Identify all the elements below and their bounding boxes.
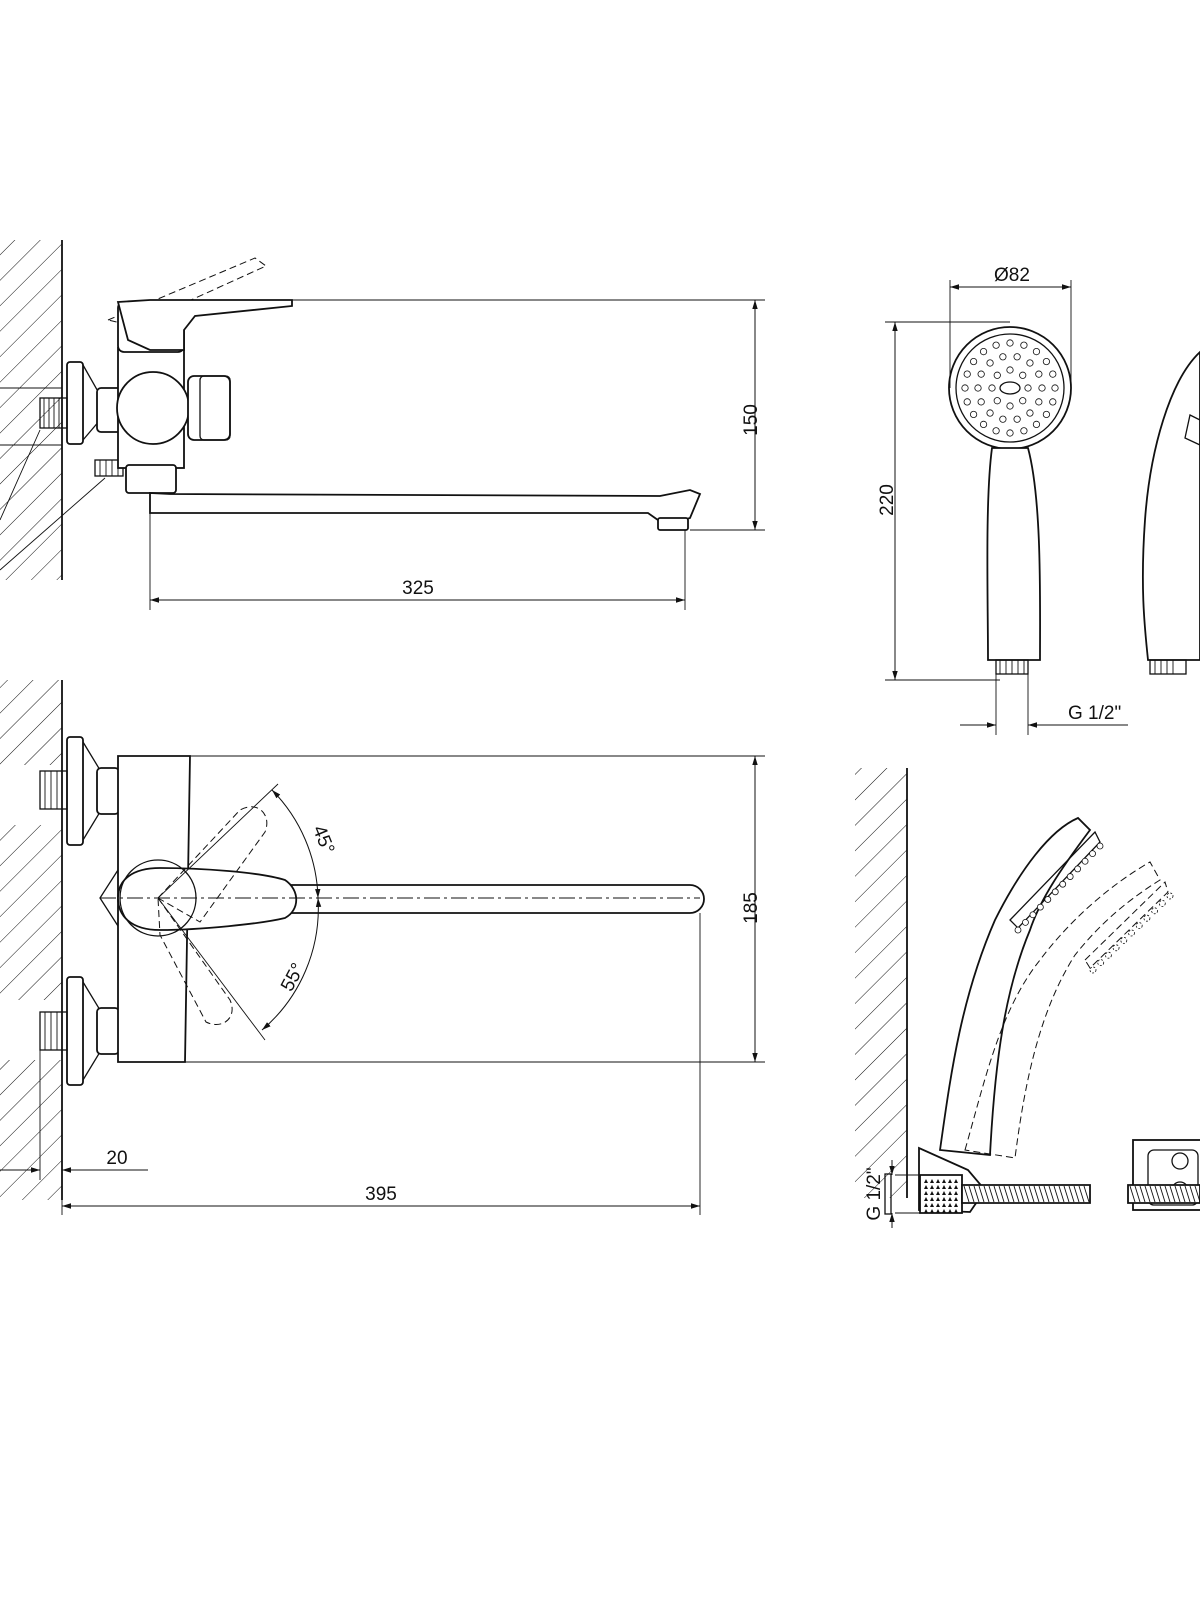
dim-185-label: 185 xyxy=(741,892,762,924)
side-wall-hatch xyxy=(0,240,62,580)
dim-hose-thread-label: G 1/2" xyxy=(864,1167,885,1220)
holder-shower-solid xyxy=(938,816,1092,1156)
side-view: 150 325 xyxy=(0,240,765,610)
top-spout xyxy=(289,884,705,914)
top-lever-dashed-lower xyxy=(157,896,233,1025)
holder-wall-hatch xyxy=(855,768,907,1198)
angle-45-label: 45° xyxy=(308,823,338,858)
shower-side-profile xyxy=(1141,350,1200,661)
shower-nozzles xyxy=(961,339,1059,437)
side-wall-flange xyxy=(66,361,84,445)
dim-395-label: 395 xyxy=(365,1184,397,1205)
hose-nut xyxy=(919,1174,963,1214)
top-lever-dashed-upper xyxy=(157,806,268,923)
side-thread xyxy=(39,397,68,429)
side-spout xyxy=(149,489,702,526)
top-lever xyxy=(117,867,298,931)
hand-shower-view: Ø82 220 G 1/2" xyxy=(877,265,1200,735)
dim-325-label: 325 xyxy=(402,578,434,599)
angle-55-label: 55° xyxy=(277,960,309,995)
top-view: 45° 55° 185 20 395 xyxy=(0,680,765,1215)
top-wall-hatch xyxy=(0,680,62,1200)
shower-handle xyxy=(986,447,1041,661)
dim-20-label: 20 xyxy=(106,1148,127,1169)
holder-shower-dashed xyxy=(964,861,1161,1159)
side-diverter-ball xyxy=(116,371,190,445)
hose-view: G 1/2" xyxy=(864,1160,1200,1228)
wall-holder-view xyxy=(855,768,1200,1213)
side-lever xyxy=(116,299,293,351)
dim-82-label: Ø82 xyxy=(994,265,1030,286)
dim-220-label: 220 xyxy=(877,484,898,516)
dim-150-label: 150 xyxy=(741,404,762,436)
dim-thread-label: G 1/2" xyxy=(1068,703,1121,724)
